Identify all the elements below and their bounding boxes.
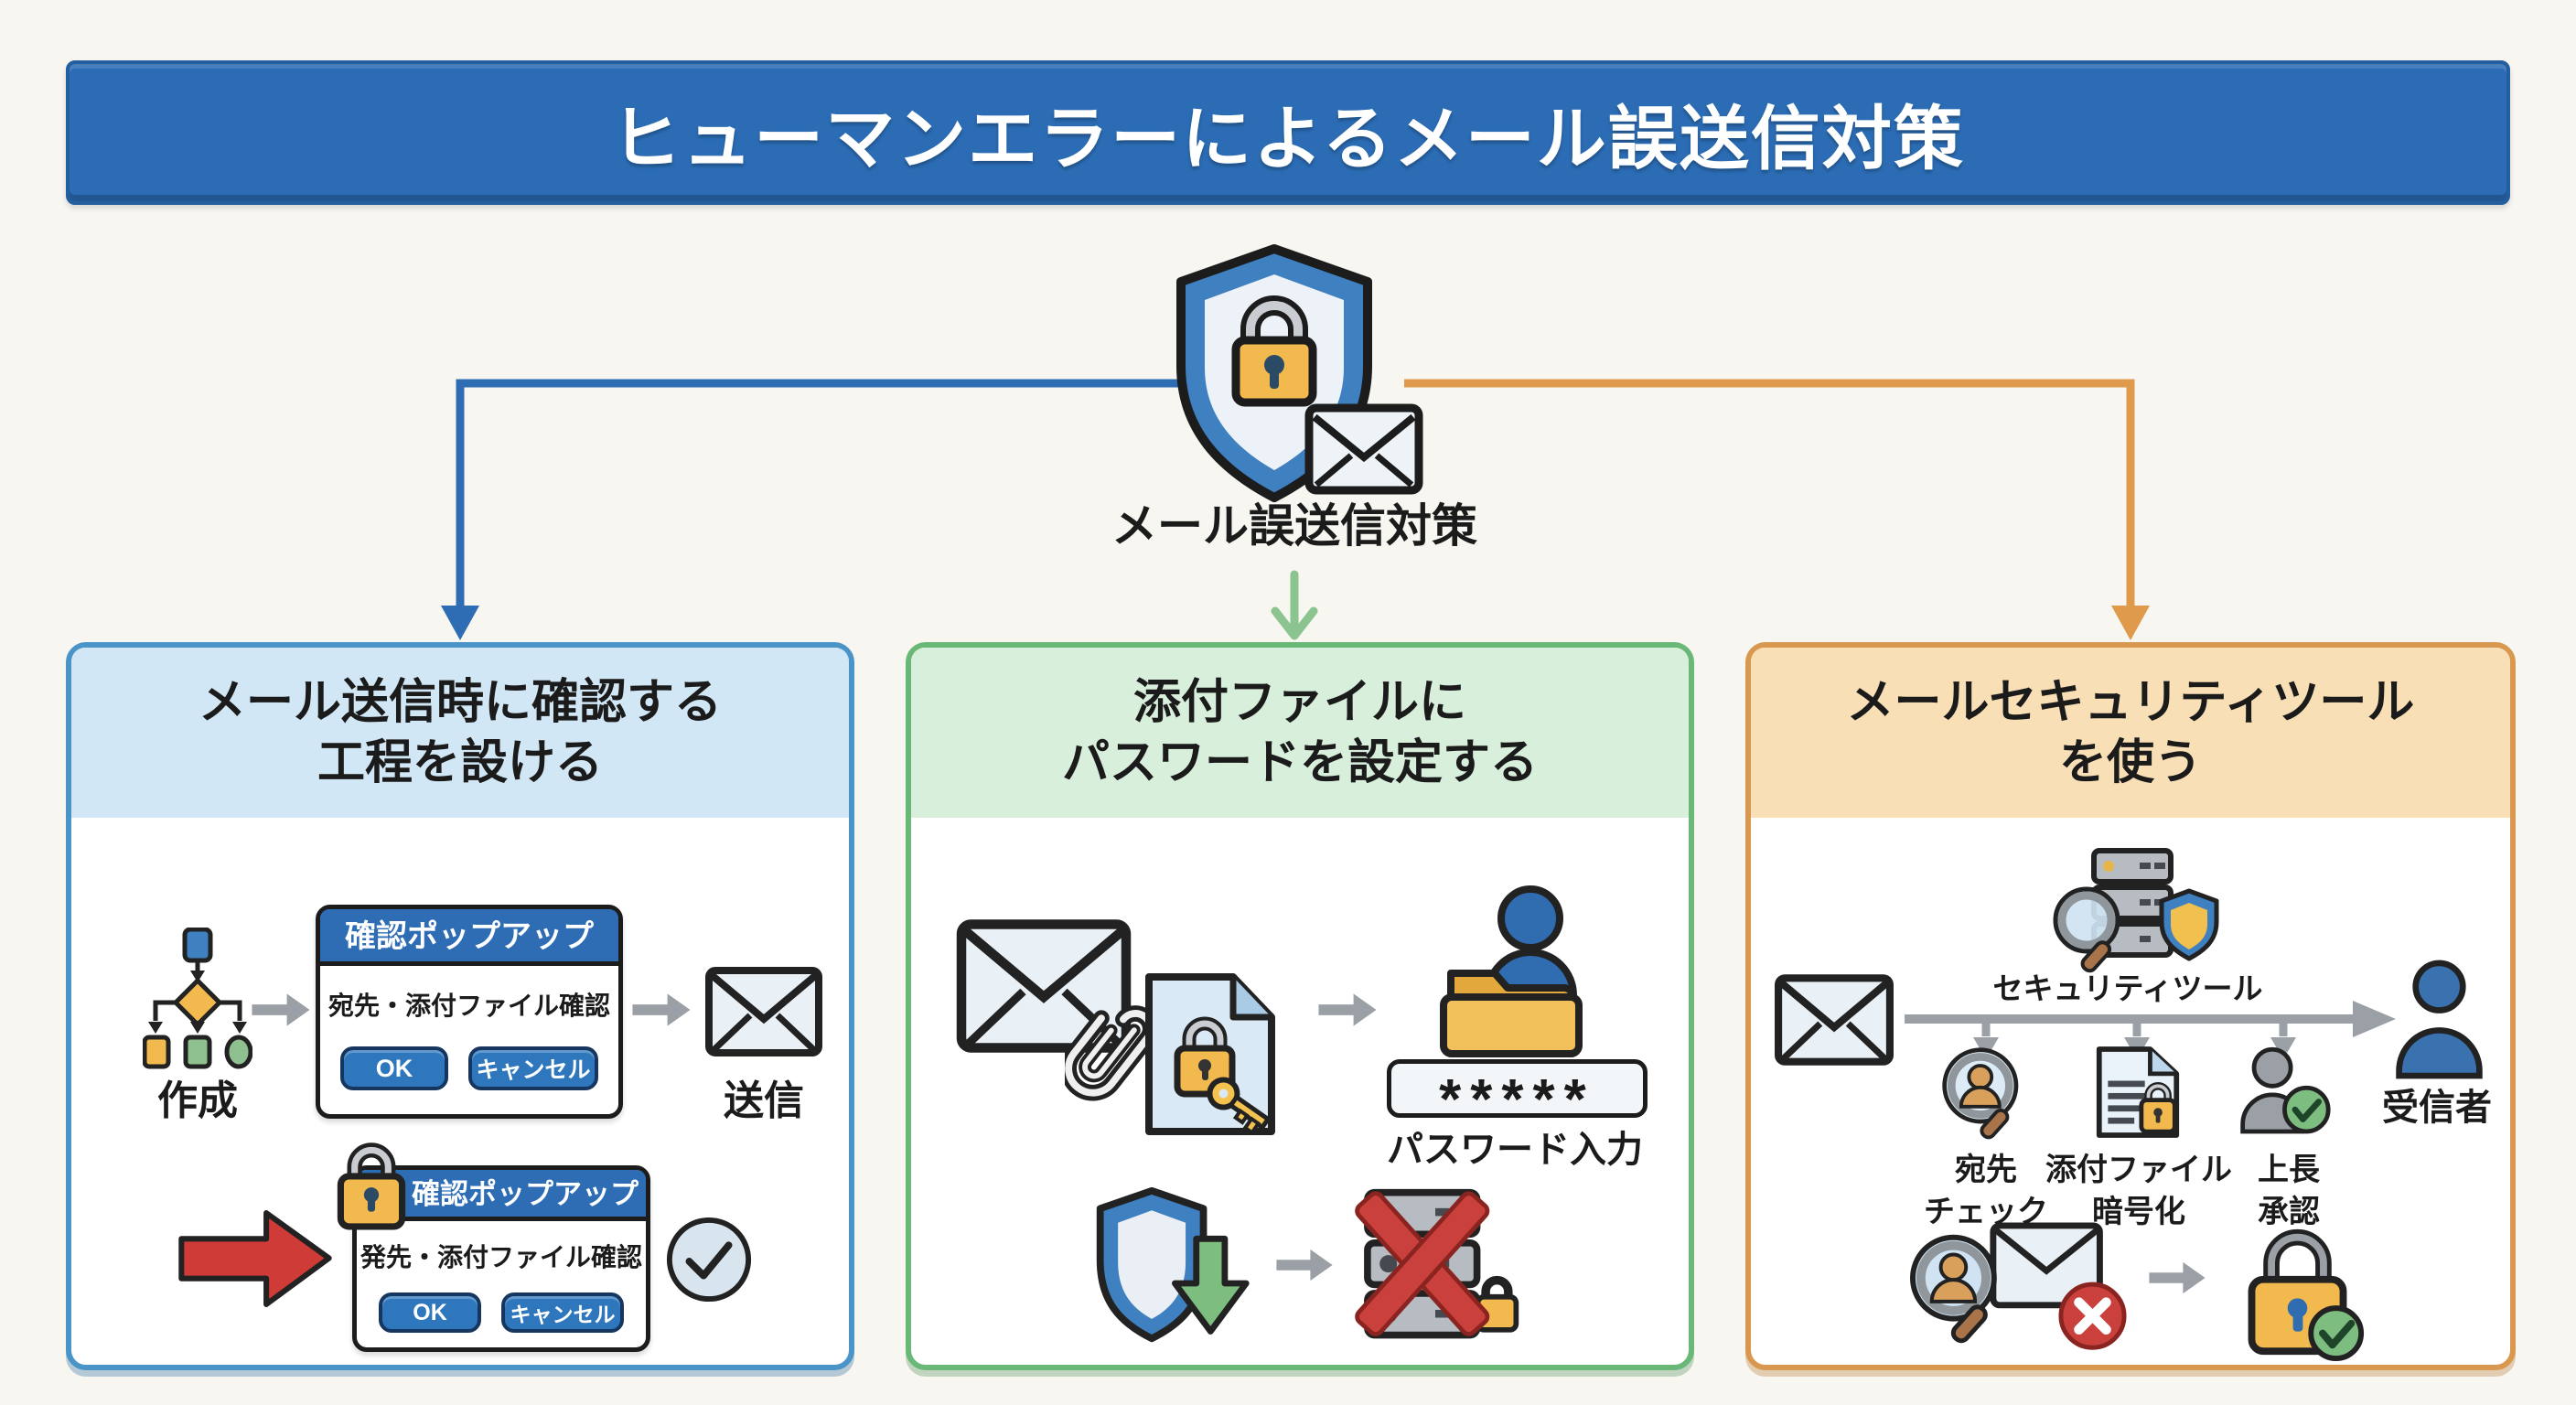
confirmation-popup-2: 確認ポップアップ 発先・添付ファイル確認 OK キャンセル	[337, 1142, 650, 1352]
panel-password-title-line1: 添付ファイルに	[1132, 676, 1466, 729]
arrow-right-icon	[1318, 993, 1377, 1026]
cancel-button[interactable]: キャンセル	[501, 1292, 624, 1333]
recipient-person-icon	[2396, 960, 2483, 1079]
panel-password-header: 添付ファイルに パスワードを設定する	[911, 648, 1689, 818]
popup1-body: 宛先・添付ファイル確認	[327, 992, 610, 1020]
server-blocked-icon	[1355, 1188, 1519, 1339]
panel-security-title-line1: メールセキュリティツール	[1846, 676, 2415, 729]
lock-approved-icon	[2248, 1228, 2365, 1361]
panel-confirm-process: メール送信時に確認する 工程を設ける 作成 確認ポップアップ 宛先・添付ファイル…	[66, 642, 854, 1370]
confirmation-popup-1: 確認ポップアップ 宛先・添付ファイル確認 OK キャンセル	[316, 905, 623, 1119]
panel-security-tool: メールセキュリティツール を使う セキュリティツール	[1745, 642, 2516, 1370]
shield-download-icon	[1096, 1186, 1250, 1343]
padlock-icon	[337, 1142, 406, 1230]
flowchart-icon	[143, 928, 252, 1069]
arrow-right-icon	[2149, 1261, 2206, 1294]
password-label: パスワード入力	[1387, 1130, 1643, 1170]
paperclip-icon	[1065, 1005, 1159, 1101]
title-banner: ヒューマンエラーによるメール誤送信対策	[66, 60, 2510, 205]
cancel-button[interactable]: キャンセル	[468, 1046, 598, 1090]
arrow-right-icon	[632, 993, 691, 1026]
panel-confirm-title-line2: 工程を設ける	[317, 736, 603, 789]
address-check-icon	[1942, 1047, 2019, 1140]
panel-security-title-line2: を使う	[2058, 736, 2202, 789]
popup2-body: 発先・添付ファイル確認	[360, 1243, 642, 1271]
hub-label: メール誤送信対策	[1111, 500, 1477, 552]
password-input[interactable]: *****	[1387, 1059, 1648, 1132]
send-label: 送信	[724, 1078, 804, 1123]
panel-security-header: メールセキュリティツール を使う	[1751, 648, 2510, 818]
attachment-encrypt-icon	[2096, 1046, 2180, 1138]
popup1-title: 確認ポップアップ	[320, 909, 618, 966]
step2-label-line2: 暗号化	[2092, 1195, 2185, 1229]
locked-file-key-icon	[1145, 973, 1275, 1135]
arrow-right-icon	[1276, 1249, 1333, 1282]
approval-person-icon	[2240, 1046, 2331, 1134]
envelope-icon	[956, 919, 1132, 1053]
step3-label-line2: 承認	[2258, 1195, 2320, 1229]
page-title: ヒューマンエラーによるメール誤送信対策	[611, 101, 1965, 178]
security-server-icon	[2053, 848, 2219, 973]
shield-lock-mail-icon	[1176, 244, 1423, 502]
envelope-icon	[705, 967, 822, 1056]
panel-password-attachment: 添付ファイルに パスワードを設定する	[906, 642, 1694, 1370]
create-label: 作成	[157, 1078, 238, 1123]
ok-button[interactable]: OK	[340, 1046, 448, 1090]
step3-label-line1: 上長	[2258, 1153, 2320, 1187]
panel-confirm-title-line1: メール送信時に確認する	[198, 676, 722, 729]
receiver-label: 受信者	[2382, 1088, 2492, 1128]
password-mask: *****	[1439, 1067, 1595, 1132]
red-arrow-icon	[178, 1210, 332, 1307]
person-folder-icon	[1440, 885, 1583, 1057]
check-circle-icon	[666, 1217, 752, 1303]
arrow-right-icon	[252, 993, 310, 1026]
ok-button[interactable]: OK	[379, 1292, 481, 1333]
step1-label-line1: 宛先	[1955, 1153, 2017, 1187]
panel-confirm-header: メール送信時に確認する 工程を設ける	[71, 648, 849, 818]
envelope-icon	[1775, 974, 1894, 1066]
panel-password-title-line2: パスワードを設定する	[1061, 736, 1538, 789]
tool-label: セキュリティツール	[1992, 971, 2263, 1005]
mail-screening-icon	[1910, 1222, 2127, 1350]
step2-label-line1: 添付ファイル	[2045, 1153, 2232, 1187]
pipeline-arrow-icon	[1905, 1001, 2396, 1059]
